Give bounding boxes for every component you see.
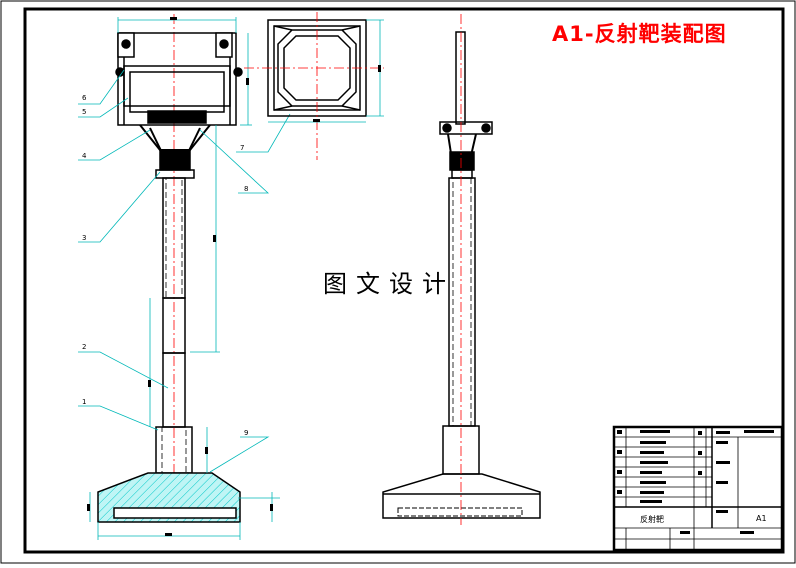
title-block-part-name: 反射靶	[640, 515, 664, 524]
front-dim-ticks	[87, 17, 273, 536]
balloon-7: 7	[240, 144, 244, 152]
balloon-5: 5	[82, 108, 86, 116]
title-block-sheet-size: A1	[756, 514, 767, 523]
balloon-9: 9	[244, 429, 248, 437]
base-slot	[113, 507, 237, 519]
drawing-title: A1-反射靶装配图	[552, 22, 727, 46]
side-view	[382, 31, 541, 519]
side-base	[382, 473, 541, 519]
balloon-6: 6	[82, 94, 87, 102]
balloon-3: 3	[82, 234, 86, 242]
balloon-1: 1	[82, 398, 86, 406]
watermark-text: 图文设计	[323, 270, 455, 298]
mount-plate	[147, 110, 207, 124]
inner-frame	[23, 7, 785, 554]
title-block	[612, 425, 784, 552]
top-view-centerlines	[244, 12, 384, 160]
front-view	[97, 14, 243, 523]
balloon-8: 8	[244, 185, 248, 193]
side-target-edge	[455, 31, 466, 125]
title-block-fill-marks	[617, 430, 774, 534]
balloon-2: 2	[82, 343, 86, 351]
swivel-joint	[159, 149, 191, 171]
balloon-4: 4	[82, 152, 87, 160]
balloon-leaders	[78, 69, 291, 473]
